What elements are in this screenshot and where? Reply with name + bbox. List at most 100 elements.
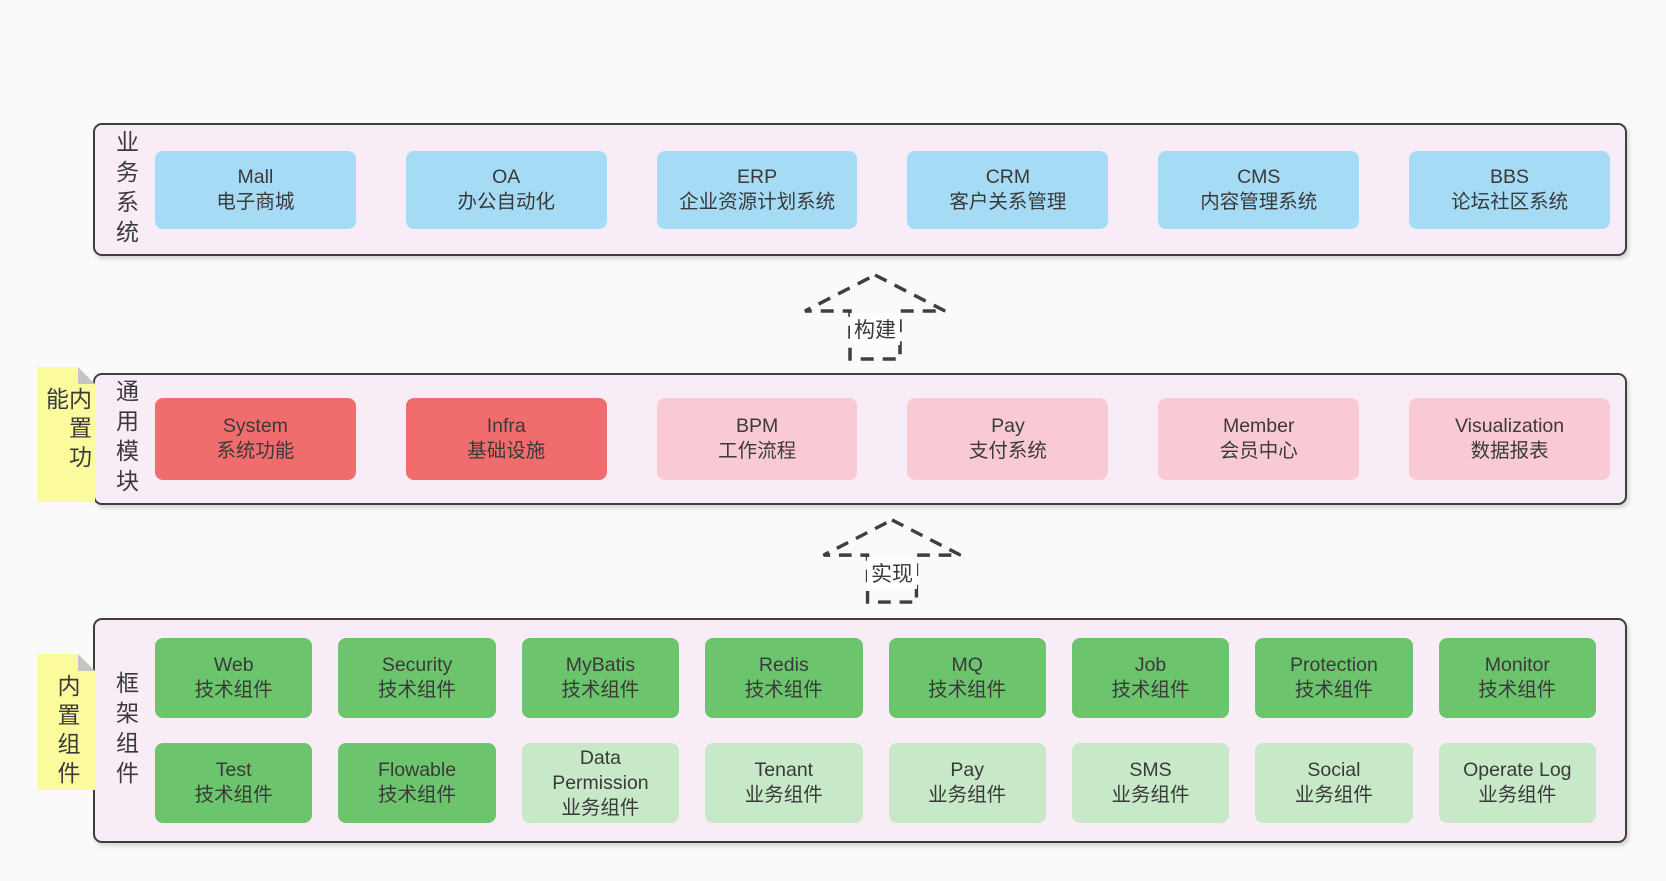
box-title: Redis (758, 654, 809, 676)
box-title: Visualization (1455, 415, 1565, 437)
box-title: Test (215, 759, 252, 781)
box-title: OA (492, 165, 521, 188)
box-title: Web (213, 654, 254, 676)
band-business-systems: 业务系统 Mall 电子商城 OA 办公自动化 ERP 企业资源计划系统 CRM… (93, 123, 1627, 256)
box-pay-biz: Pay 业务组件 (888, 743, 1046, 823)
arrow-label-implement: 实现 (867, 557, 917, 590)
box-job: Job 技术组件 (1071, 638, 1230, 718)
box-subtitle: 业务组件 (1111, 784, 1190, 806)
band-label-common-modules: 通用模块 (112, 379, 139, 499)
box-subtitle: 业务组件 (1294, 784, 1373, 806)
box-subtitle: 企业资源计划系统 (679, 190, 836, 213)
folded-corner-icon (78, 367, 95, 384)
box-subtitle: 办公自动化 (457, 190, 555, 213)
band-label-business-systems: 业务系统 (112, 129, 139, 250)
box-title: SMS (1129, 759, 1172, 781)
box-subtitle: 业务组件 (928, 784, 1007, 806)
arrow-label-build: 构建 (850, 313, 900, 346)
box-security: Security 技术组件 (338, 638, 496, 718)
box-title: ERP (737, 165, 778, 188)
box-title: BPM (735, 415, 779, 437)
box-subtitle: 支付系统 (968, 440, 1047, 462)
arrow-build: 构建 (800, 272, 950, 362)
box-subtitle: 业务组件 (561, 796, 640, 819)
box-subtitle: 基础设施 (467, 440, 546, 462)
box-mybatis: MyBatis 技术组件 (521, 638, 680, 718)
box-subtitle: 技术组件 (378, 784, 457, 806)
box-flowable: Flowable 技术组件 (338, 743, 496, 823)
box-subtitle: 技术组件 (194, 784, 273, 806)
band-grid: Web 技术组件 Security 技术组件 MyBatis 技术组件 Redi… (155, 620, 1625, 841)
box-title: Pay (950, 759, 984, 781)
box-title: Monitor (1484, 654, 1550, 676)
box-subtitle: 技术组件 (194, 679, 273, 701)
box-title: Operate Log (1463, 759, 1572, 781)
box-pay: Pay 支付系统 (907, 398, 1109, 480)
box-web: Web 技术组件 (155, 638, 313, 718)
box-sms: SMS 业务组件 (1071, 743, 1230, 823)
band-grid: System 系统功能 Infra 基础设施 BPM 工作流程 Pay 支付系统… (155, 375, 1625, 503)
box-title: Data Permission (552, 746, 649, 794)
box-subtitle: 数据报表 (1470, 440, 1549, 462)
box-subtitle: 客户关系管理 (949, 190, 1067, 213)
box-subtitle: 业务组件 (744, 784, 823, 806)
tag-built-in-features: 内置功能 (38, 367, 95, 502)
box-subtitle: 会员中心 (1219, 440, 1298, 462)
arrow-implement: 实现 (817, 517, 967, 605)
box-system: System 系统功能 (155, 398, 356, 480)
box-subtitle: 内容管理系统 (1200, 190, 1318, 213)
box-member: Member 会员中心 (1158, 398, 1360, 480)
box-erp: ERP 企业资源计划系统 (656, 150, 858, 229)
box-visualization: Visualization 数据报表 (1409, 398, 1610, 480)
box-title: CRM (985, 165, 1031, 188)
band-framework-components: 框架组件 Web 技术组件 Security 技术组件 MyBatis 技术组件… (93, 618, 1627, 843)
box-infra: Infra 基础设施 (405, 398, 607, 480)
band-label-framework-components: 框架组件 (112, 670, 139, 791)
box-subtitle: 电子商城 (216, 190, 295, 213)
tag-built-in-components: 内置组件 (38, 654, 95, 790)
box-cms: CMS 内容管理系统 (1158, 150, 1360, 229)
box-bpm: BPM 工作流程 (656, 398, 858, 480)
box-oa: OA 办公自动化 (405, 150, 607, 229)
box-title: Pay (991, 415, 1025, 437)
box-title: BBS (1490, 165, 1530, 188)
box-bbs: BBS 论坛社区系统 (1409, 150, 1610, 229)
box-title: Member (1222, 415, 1295, 437)
box-redis: Redis 技术组件 (705, 638, 863, 718)
box-subtitle: 论坛社区系统 (1451, 190, 1569, 213)
box-title: System (222, 415, 288, 437)
box-subtitle: 技术组件 (561, 679, 640, 701)
box-operate-log: Operate Log 业务组件 (1438, 743, 1596, 823)
box-subtitle: 技术组件 (1478, 679, 1557, 701)
box-social: Social 业务组件 (1255, 743, 1413, 823)
box-title: Job (1134, 654, 1167, 676)
box-title: MQ (951, 654, 983, 676)
box-title: Security (381, 654, 453, 676)
box-title: Protection (1290, 654, 1378, 676)
box-tenant: Tenant 业务组件 (705, 743, 863, 823)
box-subtitle: 系统功能 (216, 440, 295, 462)
box-subtitle: 技术组件 (928, 679, 1007, 701)
box-subtitle: 技术组件 (378, 679, 457, 701)
band-grid: Mall 电子商城 OA 办公自动化 ERP 企业资源计划系统 CRM 客户关系… (155, 125, 1625, 254)
box-title: Infra (486, 415, 526, 437)
box-title: CMS (1237, 165, 1281, 188)
box-mall: Mall 电子商城 (155, 150, 356, 229)
box-title: Tenant (754, 759, 814, 781)
box-title: Mall (237, 165, 274, 188)
box-crm: CRM 客户关系管理 (907, 150, 1109, 229)
band-common-modules: 通用模块 System 系统功能 Infra 基础设施 BPM 工作流程 Pay… (93, 373, 1627, 505)
box-title: Flowable (378, 759, 457, 781)
box-subtitle: 技术组件 (1294, 679, 1373, 701)
box-test: Test 技术组件 (155, 743, 313, 823)
box-subtitle: 技术组件 (744, 679, 823, 701)
box-monitor: Monitor 技术组件 (1438, 638, 1596, 718)
box-subtitle: 工作流程 (718, 440, 797, 462)
box-title: Social (1307, 759, 1361, 781)
box-subtitle: 技术组件 (1111, 679, 1190, 701)
box-data-permission: Data Permission 业务组件 (521, 743, 680, 823)
box-mq: MQ 技术组件 (888, 638, 1046, 718)
box-protection: Protection 技术组件 (1255, 638, 1413, 718)
box-title: MyBatis (565, 654, 636, 676)
